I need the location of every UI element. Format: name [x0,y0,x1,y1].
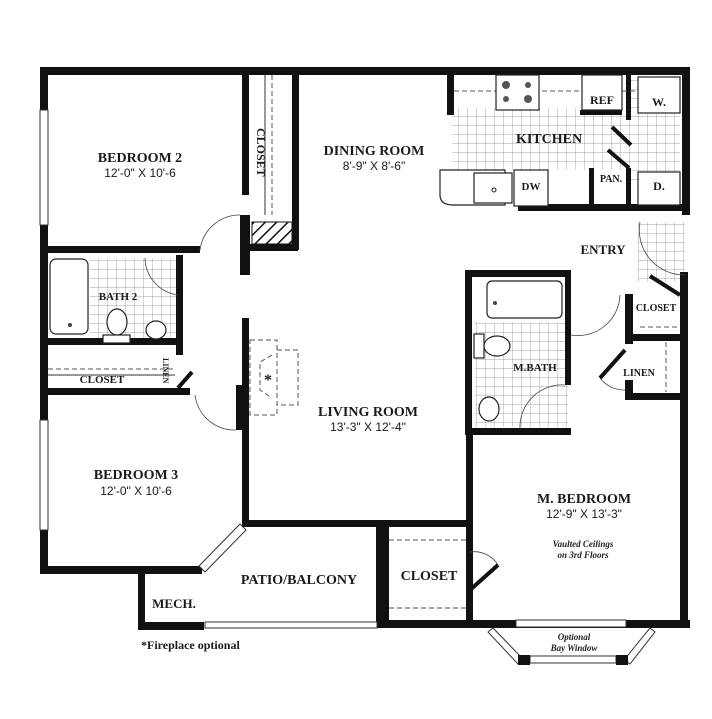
label-pantry: PAN. [600,174,623,185]
dims-bedroom3: 12'-0" X 10'-6 [100,484,172,498]
window-diagonal-bedroom3 [198,523,247,573]
label-kitchen: KITCHEN [516,132,582,147]
dims-bedroom2: 12'-0" X 10'-6 [104,166,176,180]
label-mech: MECH. [152,596,196,611]
note-bay-1: Optional [558,632,591,642]
label-ref: REF [590,93,614,107]
bath-fixtures [49,258,563,422]
dryer [637,171,681,206]
entry-tile [638,222,685,282]
note-bay-2: Bay Window [550,643,599,653]
dims-mbedroom: 12'-9" X 13'-3" [546,507,622,521]
bay-center [529,655,617,664]
sink-bath2 [145,320,167,340]
label-entry: ENTRY [580,242,626,257]
windows [39,109,656,665]
label-dryer: D. [653,179,665,193]
dishwasher [513,169,549,207]
fireplace [249,339,299,416]
label-washer: W. [652,95,666,109]
label-bath2: BATH 2 [99,291,138,303]
label-dining: DINING ROOM [324,144,425,159]
dims-living: 13'-3" X 12'-4" [330,420,406,434]
hatched-chase [251,221,293,245]
closet-details [48,75,680,609]
burner [525,82,531,88]
label-living: LIVING ROOM [318,405,418,420]
label-mbath: M.BATH [513,362,557,374]
label-mbedroom: M. BEDROOM [537,492,631,507]
burner [503,96,509,102]
bay-right [623,627,656,665]
label-closet-bedroom2: CLOSET [254,128,268,177]
window-patio [204,621,378,629]
labels: BEDROOM 2 12'-0" X 10'-6 CLOSET DINING R… [80,93,677,653]
label-closet-hall: CLOSET [80,374,125,386]
label-closet-entry: CLOSET [636,303,677,314]
window-bedroom2 [39,109,49,226]
footnote-fireplace: *Fireplace optional [141,638,240,652]
sink-mbath [478,396,500,422]
toilet-mbath [483,335,511,357]
refrigerator [581,74,623,111]
burner [502,81,510,89]
label-linen-mbedroom: LINEN [623,368,655,379]
label-patio: PATIO/BALCONY [241,573,357,588]
door-swings [144,214,686,592]
note-vaulted-2: on 3rd Floors [557,550,609,560]
kitchen-fixtures [439,74,681,207]
kitchen-tile [452,108,632,170]
window-bedroom3 [39,419,49,531]
label-bedroom2: BEDROOM 2 [98,151,182,166]
burner [524,95,532,103]
label-closet-mbedroom: CLOSET [401,569,458,584]
stove [495,74,540,111]
bathtub-bath2 [49,258,89,335]
pantry-door [610,125,633,147]
bathtub-mbath [486,280,563,319]
washer [637,76,681,114]
label-linen-hall: LINEN [161,358,170,384]
toilet-bath2 [106,308,128,336]
label-bedroom3: BEDROOM 3 [94,468,178,483]
note-vaulted-1: Vaulted Ceilings [553,539,614,549]
window-mbedroom [515,619,627,628]
dims-dining: 8'-9" X 8'-6" [343,159,405,173]
label-fireplace: * [264,372,272,389]
label-dishwasher: DW [522,181,541,193]
